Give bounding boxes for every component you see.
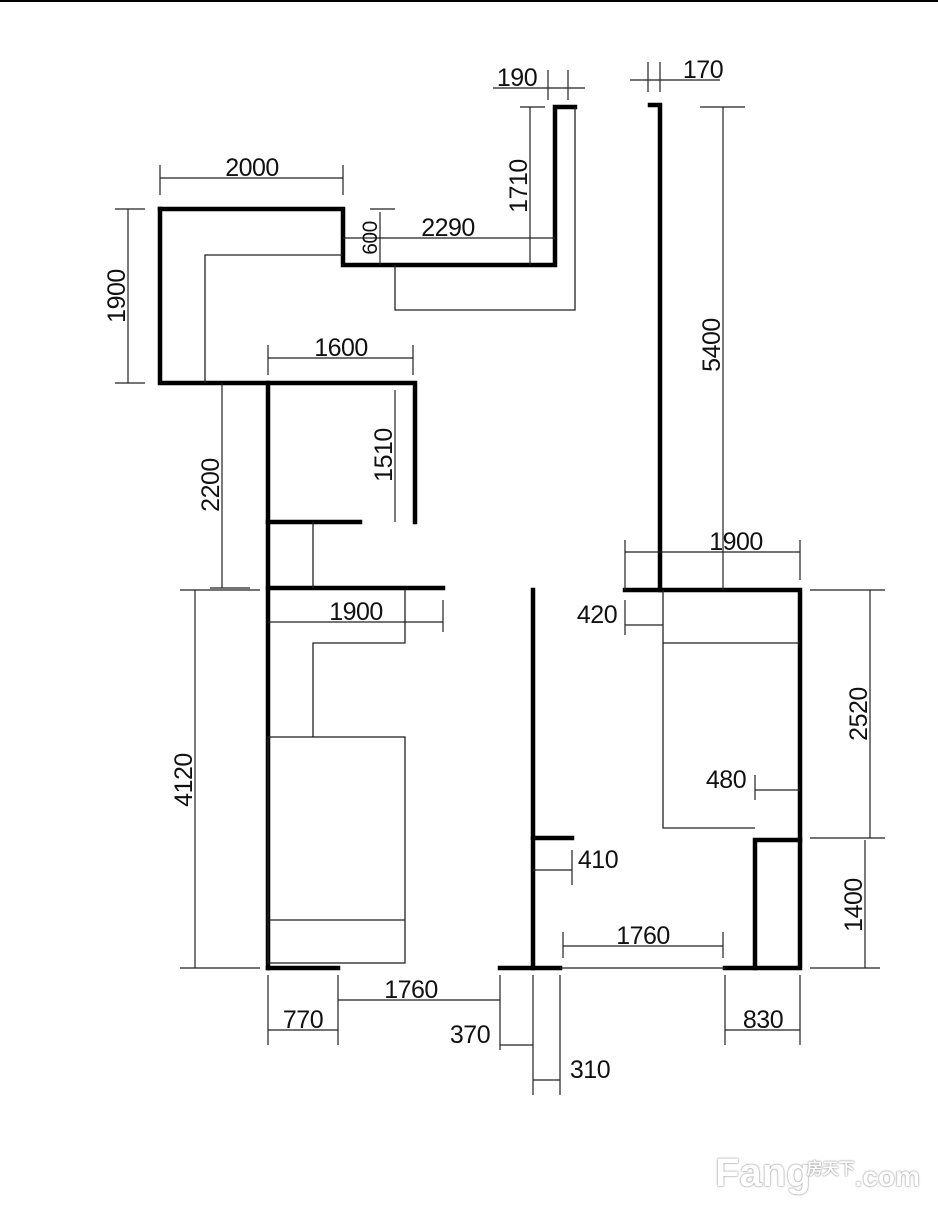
- dim-label: 830: [743, 1006, 783, 1034]
- wall-upper-left: [157, 104, 578, 268]
- dim-label: 1510: [370, 428, 398, 482]
- dim-label: 410: [578, 846, 618, 874]
- walls: [157, 102, 803, 971]
- wall-right-room: [622, 587, 803, 971]
- dim-label: 2520: [845, 687, 873, 741]
- dim-label: 1900: [329, 598, 383, 626]
- dimension-labels: 190 170 2000 1710 600 2290 1900 5400 160…: [103, 56, 873, 1084]
- dim-label: 4120: [170, 753, 198, 807]
- dim-label: 170: [683, 56, 723, 84]
- dim-label: 2290: [421, 214, 475, 242]
- dim-label: 1900: [103, 269, 131, 323]
- dim-label: 770: [283, 1006, 323, 1034]
- wall-right-corridor: [647, 102, 663, 593]
- dim-label: 1710: [505, 159, 533, 213]
- dim-label: 1760: [384, 976, 438, 1004]
- dim-label: 2000: [225, 154, 279, 182]
- wall-left-upper: [157, 206, 418, 525]
- dimension-lines: [115, 62, 885, 1095]
- dim-label: 420: [577, 601, 617, 629]
- dim-label: 370: [450, 1021, 490, 1049]
- dim-label: 310: [570, 1056, 610, 1084]
- dim-label: 600: [359, 221, 382, 255]
- dim-label: 480: [706, 766, 746, 794]
- furniture-lines: [204, 107, 800, 969]
- dim-label: 1400: [840, 878, 868, 932]
- top-border: [0, 0, 938, 2]
- dim-label: 5400: [698, 318, 726, 372]
- wall-right-inner: [752, 837, 803, 971]
- dim-label: 1600: [314, 334, 368, 362]
- dim-label: 190: [497, 64, 537, 92]
- dim-label: 1900: [709, 528, 763, 556]
- dim-label: 1760: [616, 922, 670, 950]
- dim-label: 2200: [197, 458, 225, 512]
- fang-watermark-logo: Fang房天下.com: [715, 1151, 920, 1195]
